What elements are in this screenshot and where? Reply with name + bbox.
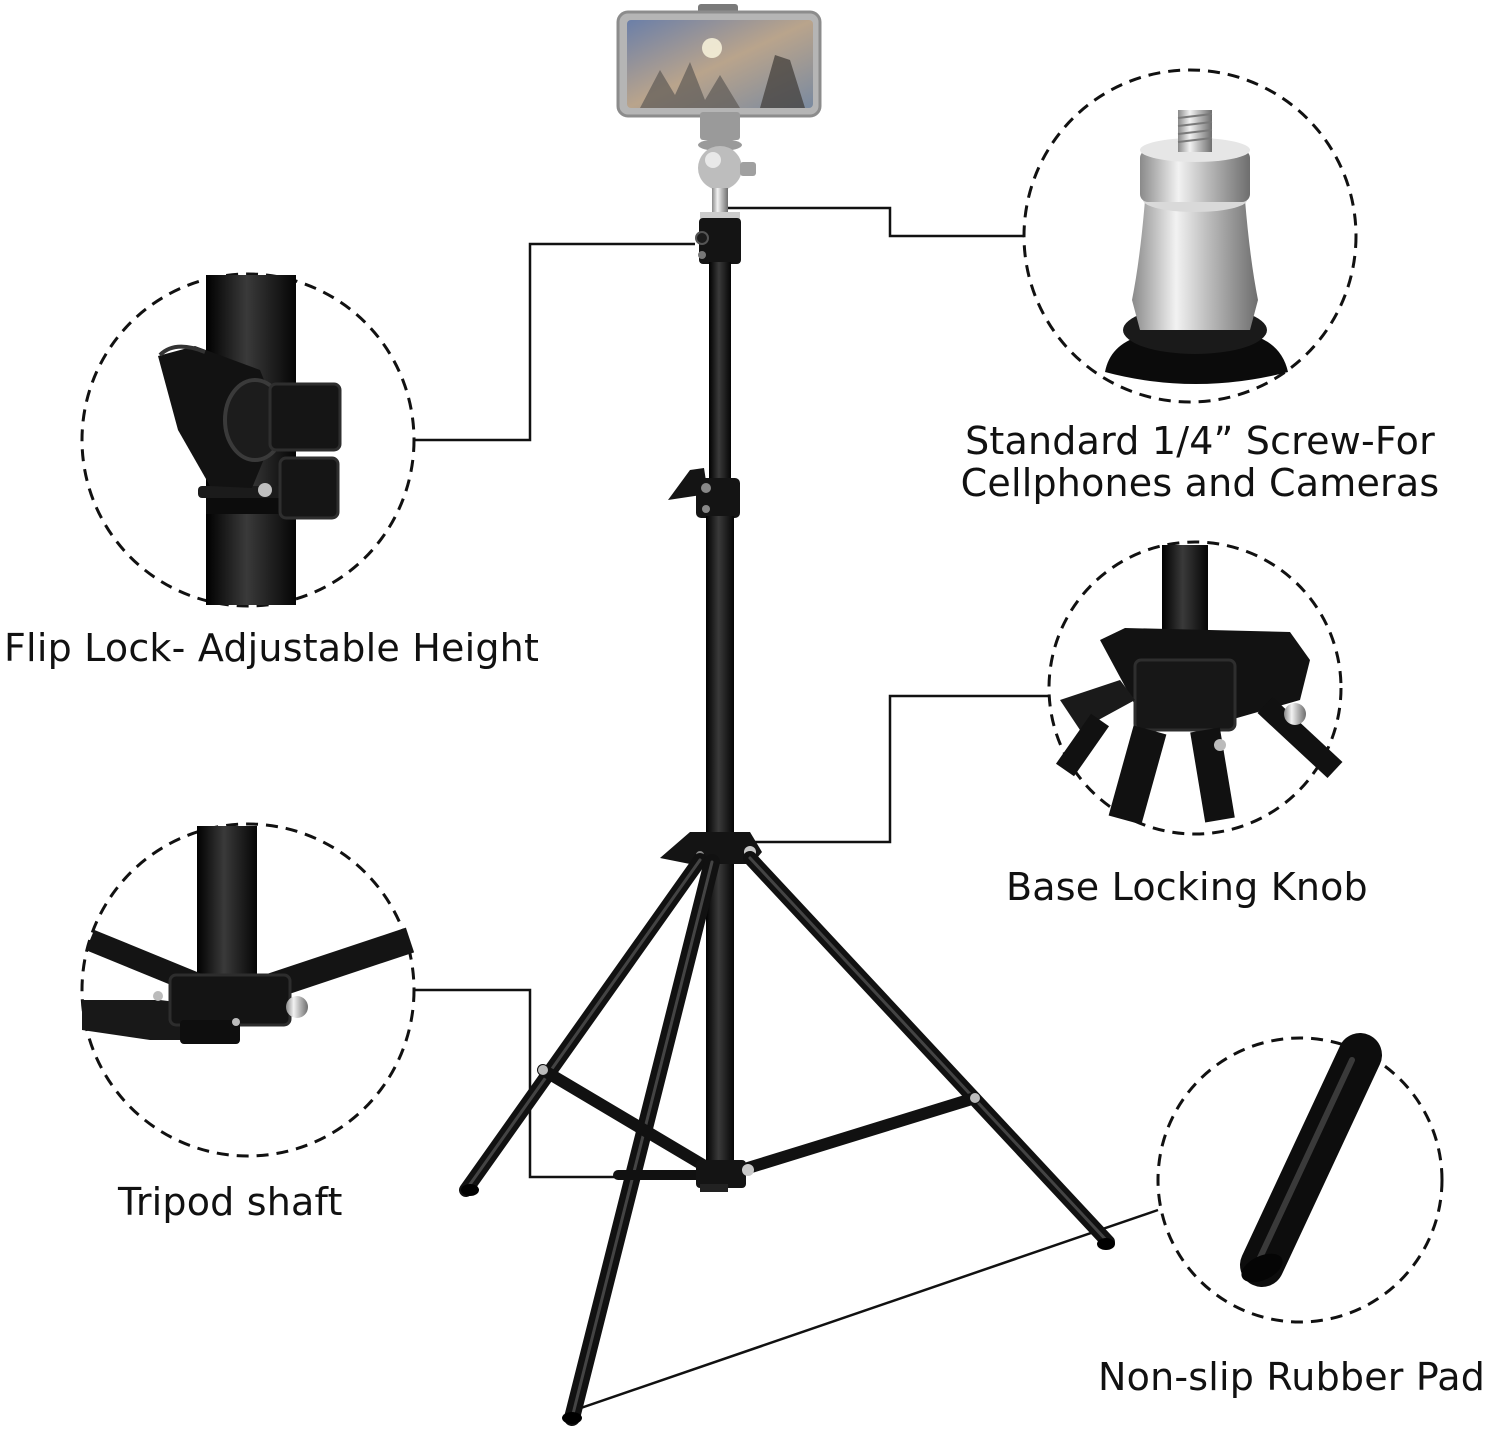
detail-circle-tripod-shaft [80, 822, 416, 1158]
detail-circle-screw [1022, 68, 1358, 404]
flip-lock-icon [158, 275, 342, 605]
ball-head-icon [698, 139, 756, 212]
tripod-joint-icon [82, 826, 415, 1044]
detail-circle-base-knob [1047, 540, 1343, 836]
rubber-foot-icon [1240, 1033, 1382, 1287]
callout-lines [415, 206, 1159, 1412]
label-base-locking-knob: Base Locking Knob [1006, 865, 1368, 909]
callout-line-rubber-pad [574, 1208, 1159, 1412]
detail-circle-flip-lock [80, 272, 416, 608]
tripod-braces [537, 1064, 981, 1180]
label-flip-lock: Flip Lock- Adjustable Height [4, 626, 540, 670]
screw-adapter-icon [1105, 110, 1288, 384]
label-tripod-shaft: Tripod shaft [118, 1180, 343, 1224]
tripod-legs [459, 851, 1115, 1426]
smartphone-icon [616, 4, 822, 140]
label-rubber-pad: Non-slip Rubber Pad [1098, 1355, 1486, 1399]
label-screw-line1: Standard 1/4” Screw-For [965, 419, 1435, 463]
callout-line-flip-lock [415, 242, 695, 442]
base-knob-icon [1055, 545, 1343, 825]
callout-line-base-knob [745, 694, 1048, 844]
label-screw-line2: Cellphones and Cameras [960, 461, 1440, 505]
detail-circle-rubber-pad [1156, 1033, 1444, 1324]
label-standard-screw: Standard 1/4” Screw-For Cellphones and C… [950, 420, 1450, 504]
callout-line-screw [725, 206, 1025, 238]
tripod-stand [459, 4, 1115, 1426]
